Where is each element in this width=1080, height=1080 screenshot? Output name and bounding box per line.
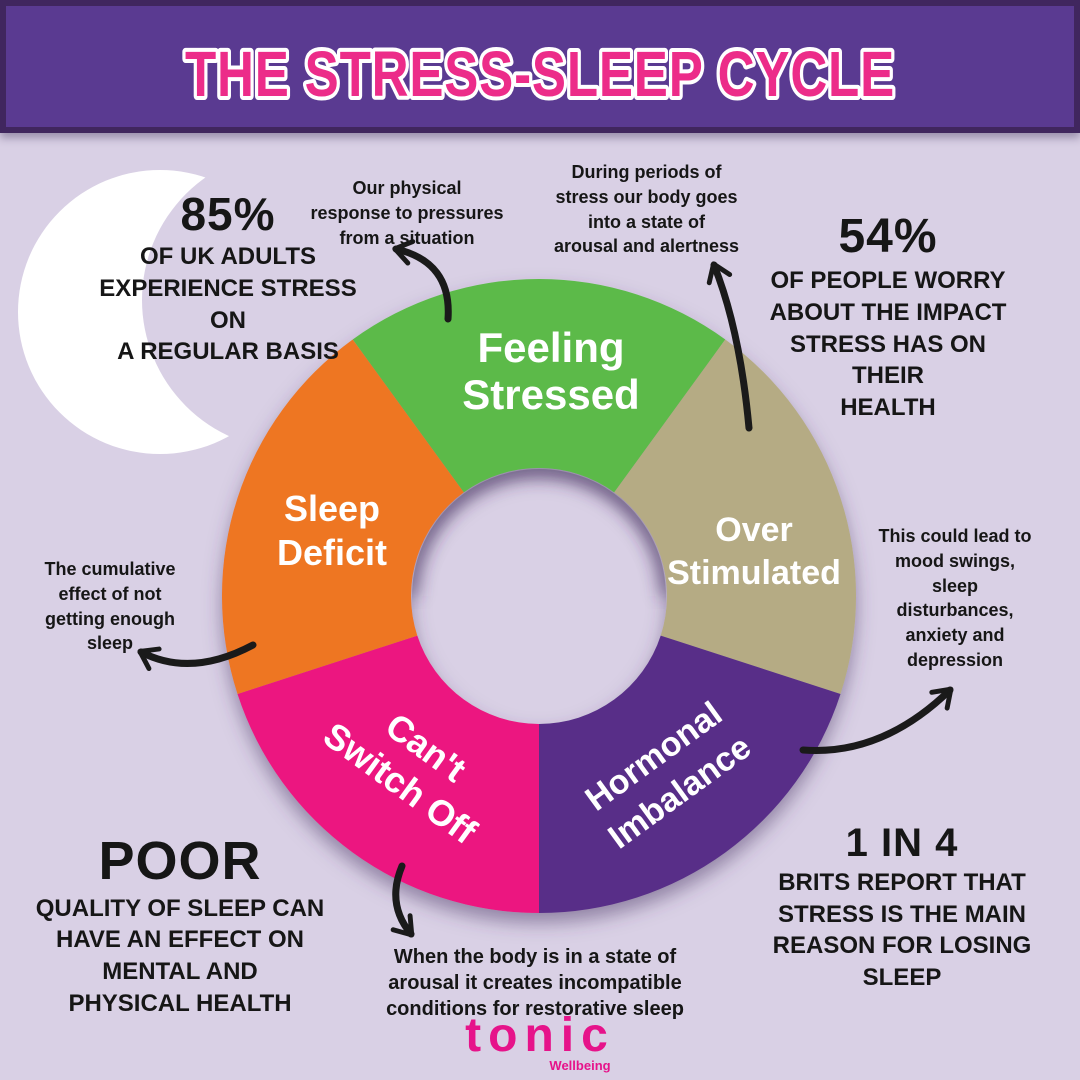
stat-uk-adults-text: OF UK ADULTS EXPERIENCE STRESS ON A REGU… <box>99 243 357 366</box>
sparkle-icon <box>817 1008 1080 1080</box>
sparkle-icon <box>1038 92 1080 1080</box>
note-over-stimulated: During periods of stress our body goes i… <box>553 162 740 257</box>
note-hormonal-imbalance: This could lead to mood swings, sleep di… <box>878 526 1032 671</box>
stat-poor-sleep-value: POOR <box>98 831 262 891</box>
note-sleep-deficit: The cumulative effect of not getting eno… <box>44 559 176 654</box>
stat-one-in-four-text: BRITS REPORT THAT STRESS IS THE MAIN REA… <box>772 869 1032 992</box>
segment-label-over-stimulated-line1: Over <box>715 511 793 549</box>
segment-feeling-stressed <box>352 278 726 493</box>
note-feeling-stressed: Our physical response to pressures from … <box>310 178 504 248</box>
arrow-to-over-stimulated-note <box>706 261 753 432</box>
stat-uk-adults-value: 85% <box>180 188 276 240</box>
arrow-to-sleep-deficit-note <box>137 641 257 672</box>
stat-one-in-four: 1 IN 4 BRITS REPORT THAT STRESS IS THE M… <box>762 822 1042 994</box>
header-band <box>0 0 1080 133</box>
segment-label-over-stimulated-line2: Stimulated <box>667 554 841 592</box>
segment-label-feeling-stressed-line1: Feeling <box>477 324 624 371</box>
stat-worry: 54% OF PEOPLE WORRY ABOUT THE IMPACT STR… <box>753 210 1023 424</box>
segment-hormonal-imbalance <box>539 635 841 914</box>
stat-poor-sleep: POOR QUALITY OF SLEEP CAN HAVE AN EFFECT… <box>30 833 330 1019</box>
stat-poor-sleep-text: QUALITY OF SLEEP CAN HAVE AN EFFECT ON M… <box>35 894 325 1017</box>
segment-label-sleep-deficit-line2: Deficit <box>277 532 387 573</box>
segment-cant-switch-off <box>237 635 539 913</box>
arrow-to-hormonal-note <box>799 686 954 754</box>
annotation-arrows <box>137 239 954 938</box>
segment-over-stimulated <box>614 339 857 694</box>
cycle-wheel <box>221 278 857 914</box>
stat-uk-adults: 85% OF UK ADULTS EXPERIENCE STRESS ON A … <box>88 190 368 368</box>
page-title: THE STRESS-SLEEP CYCLE <box>185 38 895 110</box>
arrow-to-cant-switch-off-note <box>390 862 415 938</box>
segment-sleep-deficit <box>221 339 464 694</box>
stat-worry-text: OF PEOPLE WORRY ABOUT THE IMPACT STRESS … <box>769 267 1007 422</box>
stat-one-in-four-value: 1 IN 4 <box>845 821 959 865</box>
note-cant-switch-off: When the body is in a state of arousal i… <box>386 946 684 1020</box>
segment-label-feeling-stressed-line2: Stressed <box>462 371 639 418</box>
arrow-to-feeling-stressed-note <box>392 239 452 323</box>
logo-tagline: Wellbeing <box>549 1058 611 1073</box>
logo-tonic: tonic <box>465 1009 615 1062</box>
segment-label-sleep-deficit-line1: Sleep <box>284 488 380 529</box>
stat-worry-value: 54% <box>838 210 938 263</box>
